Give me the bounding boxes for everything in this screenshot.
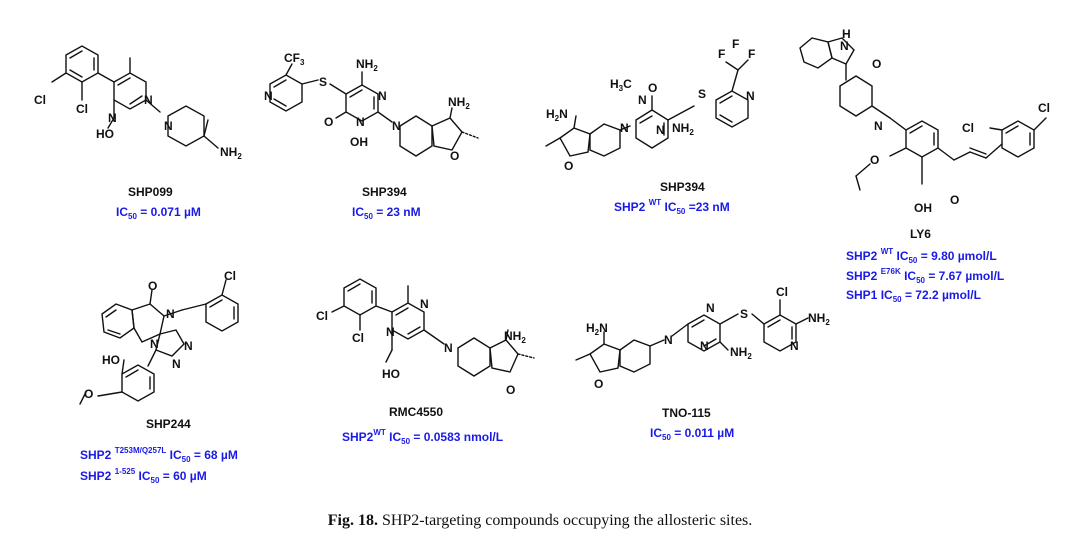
activity-tno115: IC50 = 0.011 µM — [650, 426, 735, 442]
atom-n: N — [108, 111, 117, 125]
atom-n: N — [392, 119, 401, 133]
atom-oh: OH — [350, 135, 368, 149]
atom-cl: Cl — [352, 331, 364, 345]
atom-ho: HO — [382, 367, 400, 381]
atom-n: N — [840, 39, 849, 53]
atom-h2n: H2N — [586, 321, 608, 337]
structure-shp244 — [79, 279, 239, 405]
atom-o: O — [564, 159, 573, 173]
atom-cl: Cl — [76, 102, 88, 116]
figure-caption: Fig. 18. SHP2-targeting compounds occupy… — [0, 512, 1080, 530]
compound-name-shp394-b: SHP394 — [660, 180, 705, 194]
atom-o: O — [324, 115, 333, 129]
atom-n: N — [656, 123, 665, 137]
atom-o: O — [950, 193, 959, 207]
atom-cl: Cl — [962, 121, 974, 135]
activity-rmc4550: SHP2WT IC50 = 0.0583 nmol/L — [342, 428, 504, 446]
atom-h: H — [842, 27, 851, 41]
atom-n: N — [166, 307, 175, 321]
atom-ho: HO — [96, 127, 114, 141]
atom-o: O — [84, 387, 93, 401]
atom-f: F — [718, 47, 725, 61]
atom-o: O — [594, 377, 603, 391]
figure-label: Fig. 18. — [327, 512, 378, 529]
structure-ly6 — [799, 37, 1047, 191]
compound-name-shp394-a: SHP394 — [362, 185, 407, 199]
atom-nh2: NH2 — [504, 329, 526, 345]
atom-o: O — [870, 153, 879, 167]
activity-shp394-b: SHP2 WT IC50 =23 nM — [614, 198, 730, 216]
atom-nh2: NH2 — [220, 145, 242, 161]
activity-shp244-1: SHP2 T253M/Q257L IC50 = 68 µM — [80, 446, 238, 464]
atom-s: S — [319, 75, 327, 89]
atom-n: N — [638, 93, 647, 107]
atom-o: O — [450, 149, 459, 163]
atom-cl: Cl — [1038, 101, 1050, 115]
atom-nh2: NH2 — [448, 95, 470, 111]
atom-n: N — [378, 89, 387, 103]
atom-h3c: H3C — [610, 77, 632, 93]
atom-n: N — [874, 119, 883, 133]
atom-n: N — [356, 115, 365, 129]
atom-nh2: NH2 — [730, 345, 752, 361]
atom-o: O — [872, 57, 881, 71]
atom-o: O — [506, 383, 515, 397]
atom-cl: Cl — [224, 269, 236, 283]
atom-n: N — [264, 89, 273, 103]
atom-f: F — [748, 47, 755, 61]
atom-nh2: NH2 — [808, 311, 830, 327]
figure-caption-text: SHP2-targeting compounds occupying the a… — [381, 512, 753, 529]
atom-n: N — [150, 337, 159, 351]
activity-shp244-2: SHP2 1-525 IC50 = 60 µM — [80, 467, 207, 485]
atom-n: N — [172, 357, 181, 371]
atom-n: N — [184, 339, 193, 353]
atom-n: N — [746, 89, 755, 103]
atom-oh: OH — [914, 201, 932, 215]
atom-nh2: NH2 — [672, 121, 694, 137]
activity-ly6-3: SHP1 IC50 = 72.2 µmol/L — [846, 288, 981, 304]
compound-name-rmc4550: RMC4550 — [389, 405, 444, 419]
structure-shp099 — [51, 45, 219, 149]
activity-ly6-1: SHP2 WT IC50 = 9.80 µmol/L — [846, 247, 997, 265]
atom-n: N — [386, 325, 395, 339]
activity-shp394-a: IC50 = 23 nM — [352, 205, 421, 221]
atom-o: O — [648, 81, 657, 95]
atom-n: N — [164, 119, 173, 133]
structure-rmc4550 — [331, 278, 535, 377]
atom-h2n: H2N — [546, 107, 568, 123]
atom-n: N — [664, 333, 673, 347]
atom-n: N — [444, 341, 453, 355]
atom-f: F — [732, 37, 739, 51]
activity-shp099: IC50 = 0.071 µM — [116, 205, 201, 221]
atom-n: N — [790, 339, 799, 353]
atom-o: O — [148, 279, 157, 293]
atom-cl: Cl — [776, 285, 788, 299]
atom-s: S — [698, 87, 706, 101]
atom-n: N — [706, 301, 715, 315]
atom-cl: Cl — [34, 93, 46, 107]
atom-s: S — [740, 307, 748, 321]
atom-n: N — [700, 339, 709, 353]
compound-name-shp099: SHP099 — [128, 185, 173, 199]
compound-name-tno115: TNO-115 — [662, 406, 711, 420]
atom-ho: HO — [102, 353, 120, 367]
atom-cl: Cl — [316, 309, 328, 323]
atom-cf3: CF3 — [284, 51, 305, 67]
atom-n: N — [144, 93, 153, 107]
atom-n: N — [420, 297, 429, 311]
structure-tno115 — [575, 299, 809, 373]
compound-name-shp244: SHP244 — [146, 417, 191, 431]
atom-nh2: NH2 — [356, 57, 378, 73]
atom-n: N — [620, 121, 629, 135]
activity-ly6-2: SHP2 E76K IC50 = 7.67 µmol/L — [846, 267, 1005, 285]
structure-shp394-b — [545, 59, 749, 157]
compound-name-ly6: LY6 — [910, 227, 931, 241]
structure-shp394-a — [269, 63, 479, 157]
